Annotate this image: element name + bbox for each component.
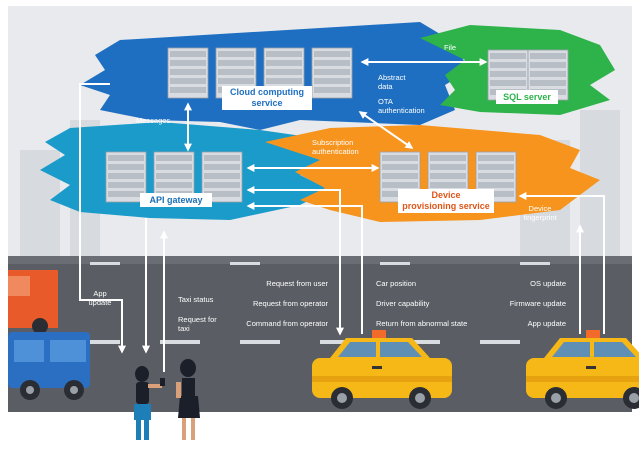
label-request-user: Request from user	[266, 279, 328, 288]
label-ota-1: OTA	[378, 97, 393, 106]
sql-title: SQL server	[503, 92, 551, 102]
blue-truck	[8, 332, 90, 400]
label-app-update-right: App update	[528, 319, 566, 328]
label-abstract-data-2: data	[378, 82, 393, 91]
orange-truck	[8, 270, 58, 334]
provisioning-title-line2: provisioning service	[402, 201, 490, 211]
provisioning-title-line1: Device	[431, 190, 460, 200]
operator-connector	[246, 186, 344, 336]
street-label-group: App update Taxi status Request for taxi …	[89, 279, 566, 333]
gateway-title-box: API gateway	[140, 193, 212, 207]
label-subscription-2: authentication	[312, 147, 359, 156]
sql-title-box: SQL server	[496, 90, 558, 104]
label-os-update: OS update	[530, 279, 566, 288]
label-return-abnormal: Return from abnormal state	[376, 319, 467, 328]
cloud-title-line2: service	[251, 98, 282, 108]
label-driver-capability: Driver capability	[376, 299, 430, 308]
label-request-taxi-2: taxi	[178, 324, 190, 333]
label-abstract-data-1: Abstract	[378, 73, 406, 82]
label-subscription-1: Subscription	[312, 138, 353, 147]
label-car-position: Car position	[376, 279, 416, 288]
cloud-title-line1: Cloud computing	[230, 87, 304, 97]
cloud-title-box: Cloud computing service	[222, 86, 312, 110]
app-update-left-connector	[79, 83, 126, 354]
label-file: File	[444, 43, 456, 52]
label-ota-2: authentication	[378, 106, 425, 115]
label-fingerprint-1: Device	[529, 204, 552, 213]
sidewalk	[8, 412, 632, 452]
label-command-operator: Command from operator	[246, 319, 328, 328]
label-request-taxi-1: Request for	[178, 315, 217, 324]
woman-left	[134, 366, 165, 440]
label-taxi-status: Taxi status	[178, 295, 214, 304]
label-messages: Messages	[136, 116, 170, 125]
label-firmware-update: Firmware update	[510, 299, 566, 308]
car-connector	[246, 202, 363, 334]
woman-right	[176, 359, 200, 440]
provisioning-title-box: Device provisioning service	[398, 189, 494, 213]
label-app-update-left-1: App	[93, 289, 106, 298]
gateway-title: API gateway	[149, 195, 202, 205]
connector-lines	[79, 58, 605, 372]
ota-connector	[358, 111, 414, 149]
label-fingerprint-2: fingerprint	[523, 213, 557, 222]
label-app-update-left-2: update	[89, 298, 112, 307]
label-request-operator: Request from operator	[253, 299, 329, 308]
device-fingerprint-connector	[518, 192, 605, 334]
